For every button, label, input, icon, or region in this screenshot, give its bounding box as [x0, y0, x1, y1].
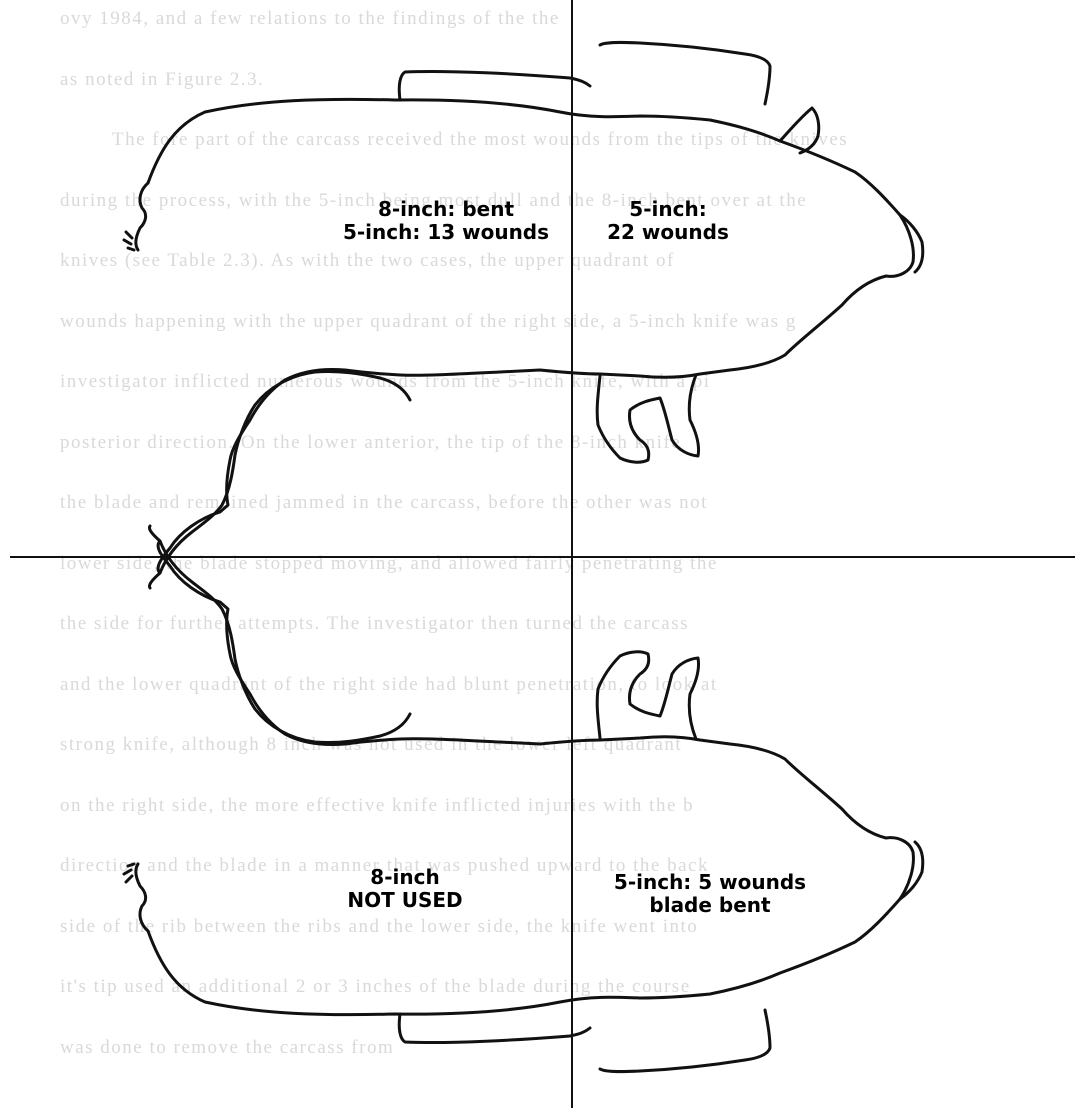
lower-right-label-line2: blade bent	[600, 894, 820, 917]
lower-pig-rear-leg	[160, 541, 410, 743]
lower-pig-back-flap	[399, 1010, 770, 1072]
upper-right-label-line2: 22 wounds	[598, 221, 738, 244]
upper-left-label-line2: 5-inch: 13 wounds	[336, 221, 556, 244]
upper-left-label-line1: 8-inch: bent	[336, 198, 556, 221]
lower-right-label-line1: 5-inch: 5 wounds	[600, 871, 820, 894]
upper-right-quadrant-label: 5-inch: 22 wounds	[598, 198, 738, 244]
lower-left-label-line1: 8-inch	[330, 866, 480, 889]
lower-right-quadrant-label: 5-inch: 5 wounds blade bent	[600, 871, 820, 917]
lower-pig-body-outline	[148, 526, 913, 1015]
lower-left-quadrant-label: 8-inch NOT USED	[330, 866, 480, 912]
upper-left-quadrant-label: 8-inch: bent 5-inch: 13 wounds	[336, 198, 556, 244]
upper-pig-ear	[780, 108, 819, 153]
upper-pig-body-outline	[148, 99, 913, 588]
lower-left-label-line2: NOT USED	[330, 889, 480, 912]
upper-pig-front-leg	[597, 375, 698, 462]
lower-pig-front-leg	[597, 652, 698, 739]
upper-right-label-line1: 5-inch:	[598, 198, 738, 221]
upper-pig-rear-leg	[160, 371, 410, 573]
lower-pig-tail	[124, 864, 148, 931]
upper-pig-tail	[124, 183, 148, 250]
upper-pig-back-flap	[399, 42, 770, 104]
